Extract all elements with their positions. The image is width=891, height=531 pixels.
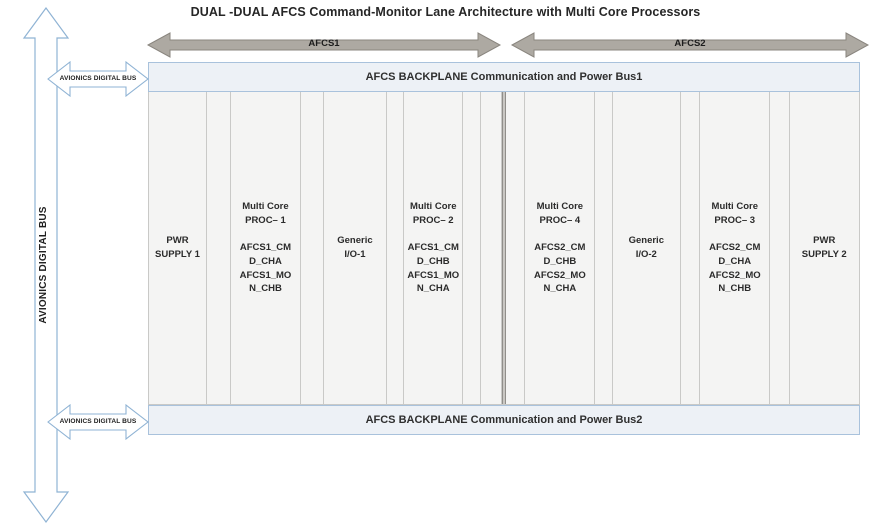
slot-label: Multi Core PROC– 2 AFCS1_CM D_CHB AFCS1_… (407, 200, 460, 295)
spacer-7 (595, 92, 613, 404)
spacer-9 (770, 92, 790, 404)
avionics-digital-bus-vertical-arrow-icon (22, 6, 70, 524)
backplane-bus1-label: AFCS BACKPLANE Communication and Power B… (365, 71, 643, 83)
slot-label: Generic I/O-1 (337, 235, 373, 260)
slot-pwr-supply-2: PWR SUPPLY 2 (789, 92, 859, 404)
slot-label: Multi Core PROC– 1 AFCS1_CM D_CHA AFCS1_… (239, 200, 292, 295)
slot-proc-4: Multi Core PROC– 4 AFCS2_CM D_CHB AFCS2_… (525, 92, 596, 404)
afcs2-span-arrow-icon (510, 32, 870, 58)
slot-pwr-supply-1: PWR SUPPLY 1 (149, 92, 207, 404)
slot-label: Multi Core PROC– 3 AFCS2_CM D_CHA AFCS2_… (708, 200, 761, 295)
slot-proc-3: Multi Core PROC– 3 AFCS2_CM D_CHA AFCS2_… (700, 92, 771, 404)
avionics-digital-bus-vertical-label: AVIONICS DIGITAL BUS (38, 206, 49, 324)
spacer-8 (680, 92, 701, 404)
backplane-bus2-bar: AFCS BACKPLANE Communication and Power B… (148, 405, 860, 435)
spacer-4 (463, 92, 481, 404)
slot-proc-2: Multi Core PROC– 2 AFCS1_CM D_CHB AFCS1_… (404, 92, 464, 404)
chassis: PWR SUPPLY 1 Multi Core PROC– 1 AFCS1_CM… (148, 92, 860, 405)
spacer-3 (386, 92, 405, 404)
avionics-bus-link-top-arrow-icon (47, 60, 149, 98)
spacer-5 (480, 92, 502, 404)
afcs1-span-arrow-icon (146, 32, 502, 58)
diagram-title: DUAL -DUAL AFCS Command-Monitor Lane Arc… (190, 5, 701, 19)
slot-label: Generic I/O-2 (628, 235, 664, 260)
slot-generic-io-1: Generic I/O-1 (323, 92, 387, 404)
lane-divider (501, 92, 506, 404)
avionics-bus-link-top-label: AVIONICS DIGITAL BUS (59, 75, 137, 82)
avionics-bus-link-bottom-arrow-icon (47, 403, 149, 441)
slot-generic-io-2: Generic I/O-2 (612, 92, 681, 404)
spacer-2 (300, 92, 324, 404)
afcs2-span-label: AFCS2 (674, 38, 706, 49)
afcs1-span-label: AFCS1 (308, 38, 340, 49)
slot-label: PWR SUPPLY 2 (801, 235, 847, 260)
spacer-1 (206, 92, 232, 404)
backplane-bus2-label: AFCS BACKPLANE Communication and Power B… (365, 414, 643, 426)
slot-proc-1: Multi Core PROC– 1 AFCS1_CM D_CHA AFCS1_… (231, 92, 301, 404)
backplane-bus1-bar: AFCS BACKPLANE Communication and Power B… (148, 62, 860, 92)
spacer-6 (505, 92, 526, 404)
slot-label: PWR SUPPLY 1 (155, 235, 200, 260)
slot-label: Multi Core PROC– 4 AFCS2_CM D_CHB AFCS2_… (533, 200, 586, 295)
avionics-bus-link-bottom-label: AVIONICS DIGITAL BUS (59, 418, 137, 425)
